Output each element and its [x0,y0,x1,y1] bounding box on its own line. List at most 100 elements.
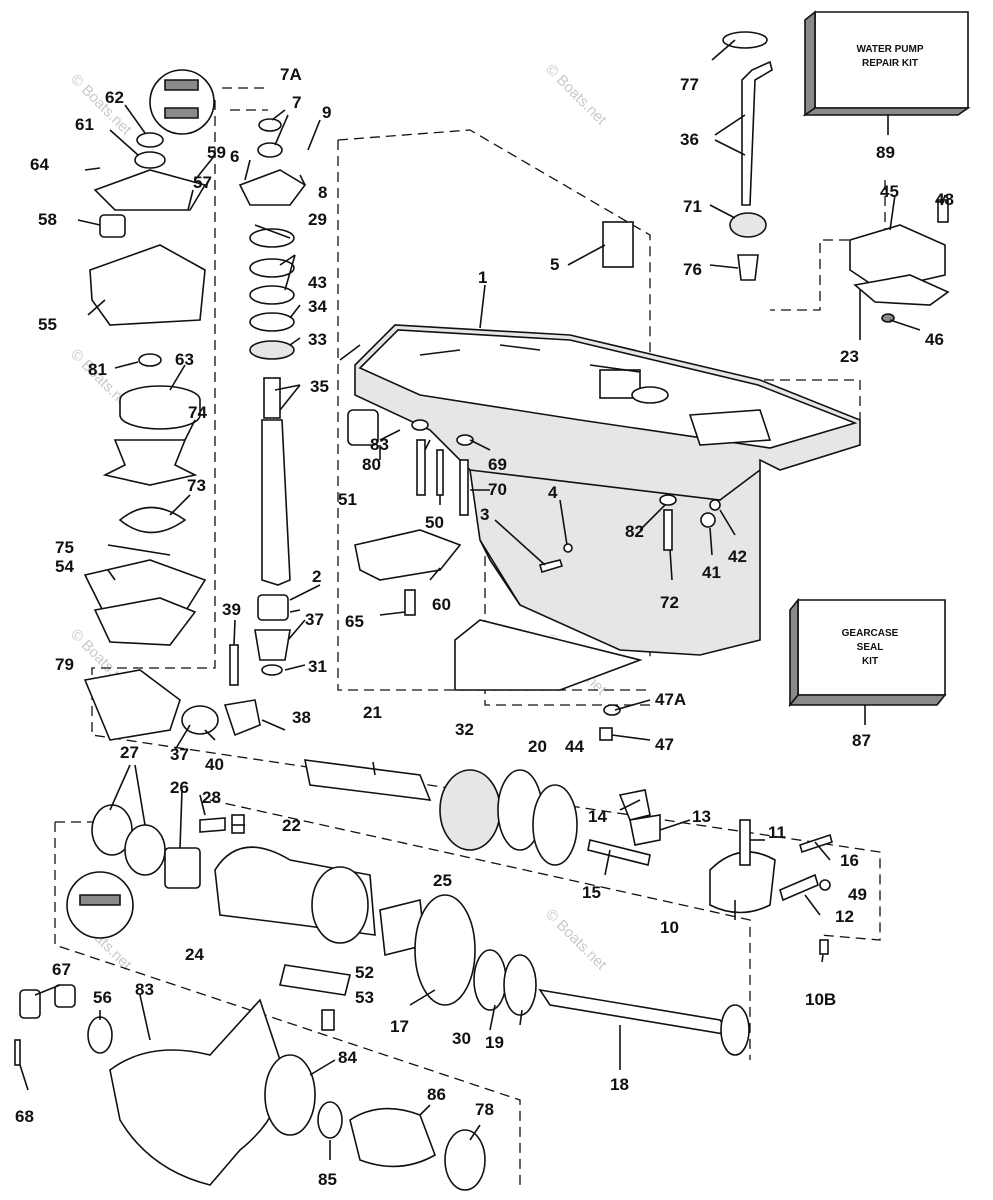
part-label-10: 10 [660,918,679,937]
trim-tab-60[interactable] [354,529,462,581]
gearcase-housing[interactable] [354,324,861,691]
pin-10B[interactable] [819,939,829,955]
seal-7A[interactable] [258,118,282,132]
seal-62[interactable] [136,132,164,148]
boot-77[interactable] [722,31,768,49]
shaft-21[interactable] [303,759,432,801]
shim-44[interactable] [532,784,578,866]
plug-41[interactable] [700,512,716,528]
part-label-35: 35 [310,377,329,396]
propeller-83[interactable] [109,998,283,1186]
key-22[interactable] [231,814,245,834]
washer-34[interactable] [249,312,295,332]
shift-rod-36[interactable] [741,60,773,206]
o-ring-29[interactable] [249,228,295,248]
impeller-74[interactable] [102,439,198,486]
washer-47A[interactable] [603,704,621,716]
pin-15[interactable] [587,839,651,866]
prop-shaft-18[interactable] [538,988,732,1037]
pinion-37[interactable] [254,629,291,661]
ring-40[interactable] [181,705,219,735]
washer-42[interactable] [709,499,721,511]
housing-6[interactable] [238,169,307,206]
liner-58[interactable] [99,214,126,238]
part-label-11: 11 [768,823,786,842]
part-label-60: 60 [432,595,451,614]
water-pump-assembly[interactable] [83,69,215,646]
seal-61[interactable] [134,151,166,169]
prop-shaft-components[interactable] [66,759,833,1056]
washer-83[interactable] [411,419,429,431]
o-ring-17[interactable] [414,894,476,1006]
impeller-housing-55[interactable] [89,244,206,326]
part-label-75: 75 [55,538,74,557]
hardware[interactable] [347,409,831,891]
gearcase-seal-kit[interactable]: GEARCASE SEAL KIT 87 [788,597,947,750]
nut-67b[interactable] [54,984,76,1008]
bearing-2[interactable] [257,594,289,621]
hub-84[interactable] [264,1054,316,1136]
part-label-72: 72 [660,593,679,612]
gasket-23[interactable] [853,274,950,306]
nut-67a[interactable] [19,989,41,1019]
gear-32[interactable] [439,769,501,851]
cup-63[interactable] [119,385,201,430]
nut-31[interactable] [261,664,283,676]
shift-rod-11[interactable] [739,819,751,866]
screw-53[interactable] [321,1009,335,1031]
ball-49[interactable] [819,879,831,891]
plug-51[interactable] [347,409,379,446]
retainer-52[interactable] [279,964,351,996]
seal-73[interactable] [118,506,187,534]
pump-housing-59[interactable] [93,169,207,211]
o-ring-81[interactable] [138,353,162,367]
shift-rod-components[interactable] [602,31,950,323]
screw-65[interactable] [404,589,416,616]
washer-69[interactable] [456,434,474,446]
screw-70[interactable] [459,459,469,516]
washer-78[interactable] [444,1129,486,1191]
spring-12[interactable] [779,873,819,902]
screw-47[interactable] [599,727,613,741]
pin-39[interactable] [229,644,239,686]
part-label-4: 4 [548,483,558,502]
shim-43b[interactable] [249,285,295,305]
clutch-38[interactable] [223,699,261,737]
washer-30[interactable] [473,949,507,1011]
cradle-13[interactable] [629,814,661,846]
hub-86[interactable] [349,1107,436,1168]
driveshaft[interactable] [261,419,291,586]
washer-19[interactable] [503,954,537,1016]
screw-3[interactable] [539,559,564,573]
lever-14[interactable] [618,789,651,821]
forward-gear-assembly[interactable] [83,669,181,741]
part-label-85: 85 [318,1170,337,1189]
clutch-dog-10[interactable] [709,851,776,914]
part-label-49: 49 [848,885,867,904]
screw-80[interactable] [416,439,426,496]
water-pump-repair-kit[interactable]: WATER PUMP REPAIR KIT 89 [802,10,971,162]
bearing-26[interactable] [164,847,201,889]
spacer-85[interactable] [317,1101,343,1139]
gasket-79[interactable] [93,597,197,646]
thrust-bearing-33[interactable] [249,340,295,360]
screw-50[interactable] [436,449,444,496]
part-labels: 1 2 3 4 5 6 7 7A 8 9 10 10B 11 12 13 14 … [15,65,954,1189]
spacer-56[interactable] [87,1016,113,1054]
screw-28[interactable] [199,817,226,833]
cover-45[interactable] [849,224,946,291]
bearing-35[interactable] [263,377,281,419]
cotter-pin-68[interactable] [14,1039,21,1066]
drive-shaft-stack[interactable] [83,118,307,741]
screw-72[interactable] [663,509,673,551]
shim-43a[interactable] [249,258,295,278]
seal-27b[interactable] [124,824,166,876]
propeller-group[interactable] [14,984,486,1191]
anode-5[interactable] [602,221,634,268]
part-label-42: 42 [728,547,747,566]
seal-7[interactable] [257,142,283,158]
washer-4[interactable] [563,543,573,553]
washer-82[interactable] [659,494,677,506]
bushing-76[interactable] [737,254,759,281]
bushing-71[interactable] [729,212,767,238]
